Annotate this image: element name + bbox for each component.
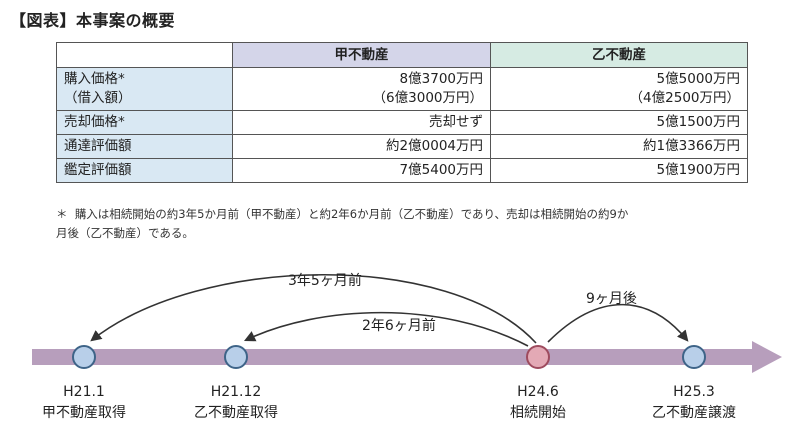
row-label-purchase-price: 購入価格* （借入額） — [56, 67, 233, 111]
cell-b-purchase-price: 5億5000万円 （4億2500万円） — [490, 67, 748, 111]
cell-b-tax-valuation: 約1億3366万円 — [490, 134, 748, 159]
row-label-line: 購入価格* — [64, 71, 125, 87]
footnote-text-1: 購入は相続開始の約3年5か月前（甲不動産）と約2年6か月前（乙不動産）であり、売… — [74, 207, 629, 221]
cell-a-sale-price: 売却せず — [232, 110, 491, 135]
arrow-label-2y6m: 2年6ヶ月前 — [362, 317, 436, 334]
footnote-mark: ＊ — [56, 207, 68, 221]
event-marker — [224, 345, 248, 369]
cell-line: 8億3700万円 — [399, 71, 483, 87]
event-label: 乙不動産取得 — [194, 404, 278, 421]
event-label: 甲不動産取得 — [42, 404, 126, 421]
row-label-tax-valuation: 通達評価額 — [56, 134, 233, 159]
summary-table: 甲不動産 乙不動産 購入価格* （借入額） 8億3700万円 （6億3000万円… — [56, 42, 748, 183]
row-label-line: （借入額） — [64, 90, 132, 106]
cell-a-tax-valuation: 約2億0004万円 — [232, 134, 491, 159]
table-row-appraisal: 鑑定評価額 7億5400万円 5億1900万円 — [56, 158, 748, 183]
footnote-line-1: ＊ 購入は相続開始の約3年5か月前（甲不動産）と約2年6か月前（乙不動産）であり… — [56, 205, 756, 224]
event-label: 乙不動産譲渡 — [652, 405, 736, 421]
timeline-arrow-tip-icon — [752, 341, 782, 373]
cell-line: （6億3000万円） — [372, 90, 483, 106]
cell-a-purchase-price: 8億3700万円 （6億3000万円） — [232, 67, 491, 111]
arrow-label-3y5m: 3年5ヶ月前 — [288, 272, 362, 289]
timeline-bar — [32, 349, 754, 365]
event-marker — [682, 345, 706, 369]
event-date: H21.12 — [211, 384, 262, 400]
row-label-sale-price: 売却価格* — [56, 110, 233, 135]
event-marker-inheritance — [526, 345, 550, 369]
table-row-sale-price: 売却価格* 売却せず 5億1500万円 — [56, 110, 748, 135]
event-marker — [72, 345, 96, 369]
cell-b-appraisal: 5億1900万円 — [490, 158, 748, 183]
event-date: H21.1 — [63, 384, 105, 400]
cell-line: 5億5000万円 — [656, 71, 740, 87]
cell-b-sale-price: 5億1500万円 — [490, 110, 748, 135]
table-row-purchase-price: 購入価格* （借入額） 8億3700万円 （6億3000万円） 5億5000万円… — [56, 67, 748, 111]
event-date: H24.6 — [517, 384, 559, 400]
arrow-label-9m: 9ヶ月後 — [586, 291, 637, 307]
table-row-tax-valuation: 通達評価額 約2億0004万円 約1億3366万円 — [56, 134, 748, 159]
arrow-3y5m-before — [90, 274, 537, 344]
figure-title: 【図表】本事案の概要 — [10, 11, 176, 30]
row-label-appraisal: 鑑定評価額 — [56, 158, 233, 183]
cell-a-appraisal: 7億5400万円 — [232, 158, 491, 183]
cell-line: （4億2500万円） — [629, 90, 740, 106]
event-label: 相続開始 — [510, 404, 566, 421]
footnote-line-2: 月後（乙不動産）である。 — [56, 226, 194, 240]
event-date: H25.3 — [673, 384, 715, 400]
arrow-9m-after — [547, 303, 689, 343]
footnote: ＊ 購入は相続開始の約3年5か月前（甲不動産）と約2年6か月前（乙不動産）であり… — [56, 205, 756, 243]
arrow-2y6m-before — [243, 311, 529, 347]
